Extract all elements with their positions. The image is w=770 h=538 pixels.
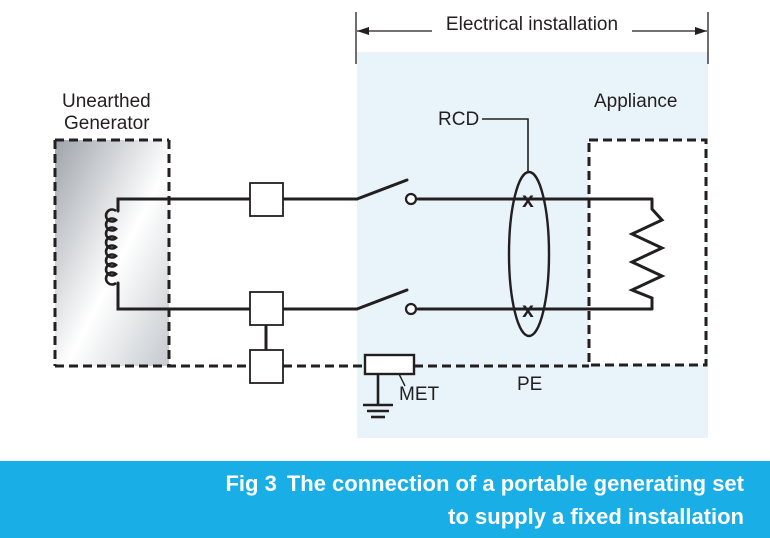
rcd-leader-line <box>482 118 529 172</box>
conductors <box>116 178 654 352</box>
caption-text-line-2: to supply a fixed installation <box>448 504 744 529</box>
installation-span-marker <box>355 12 709 64</box>
terminal-earth <box>249 349 284 384</box>
generator-label-line2: Generator <box>64 113 150 134</box>
earth-ground-icon <box>363 374 393 419</box>
met-label: MET <box>399 384 440 405</box>
rcd-toroid <box>507 170 551 338</box>
met-leader-line <box>398 373 406 387</box>
caption-text-line-1: The connection of a portable generating … <box>286 471 744 496</box>
circuit-diagram: Electrical installation RCD x x <box>53 12 709 438</box>
installation-label: Electrical installation <box>446 14 618 35</box>
figure-caption: Fig 3 The connection of a portable genera… <box>0 461 770 538</box>
switch-contact-top <box>404 192 418 206</box>
appliance-label: Appliance <box>594 91 677 112</box>
switch-contact-bottom <box>404 302 418 316</box>
generator-label-line1: Unearthed <box>62 91 151 112</box>
generator-body <box>55 140 169 366</box>
rcd-cross-phase: x <box>522 189 534 212</box>
terminal-phase <box>249 182 284 217</box>
resistor-icon <box>628 199 666 309</box>
figure-number: Fig 3 <box>225 471 277 496</box>
caption-line-1: Fig 3 The connection of a portable genera… <box>0 467 744 500</box>
rcd-cross-neutral: x <box>522 299 534 322</box>
generator-coil-icon <box>104 208 118 286</box>
met-bar <box>363 353 416 376</box>
pe-label: PE <box>517 374 542 395</box>
earth-outline <box>53 138 589 368</box>
appliance-box <box>587 138 708 367</box>
terminal-neutral <box>249 291 284 326</box>
rcd-label: RCD <box>438 109 479 130</box>
